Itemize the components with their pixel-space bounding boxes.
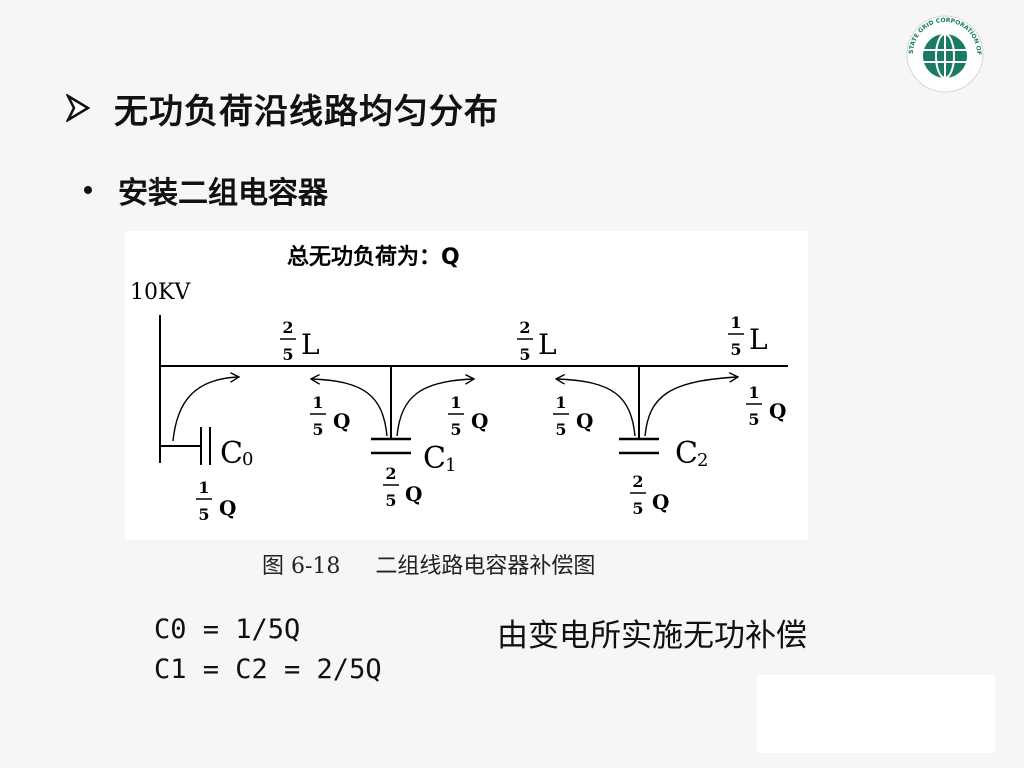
segment-label: 2 5 L: [517, 318, 557, 364]
flow-label: 1 5 Q: [448, 393, 488, 439]
svg-text:5: 5: [748, 410, 759, 429]
svg-text:2: 2: [385, 464, 396, 483]
svg-text:5: 5: [632, 499, 643, 518]
blank-panel: [757, 675, 995, 753]
svg-text:5: 5: [282, 345, 293, 364]
flow-label: 1 5 Q: [310, 393, 350, 439]
svg-text:2: 2: [632, 472, 643, 491]
svg-text:2: 2: [519, 318, 530, 337]
svg-text:2: 2: [697, 450, 708, 471]
svg-text:1: 1: [730, 313, 741, 332]
flow-label: 1 5 Q: [553, 393, 593, 439]
svg-text:1: 1: [312, 393, 323, 412]
svg-text:Q: Q: [576, 409, 593, 433]
svg-text:1: 1: [445, 455, 456, 476]
svg-text:L: L: [538, 328, 557, 361]
svg-text:5: 5: [730, 340, 741, 359]
svg-text:L: L: [301, 328, 320, 361]
figure-caption: 图 6-18 二组线路电容器补偿图: [262, 554, 596, 579]
svg-text:5: 5: [555, 420, 566, 439]
capacitor-c0-value: 1 5 Q: [196, 478, 236, 524]
circuit-diagram: 总无功负荷为：Q 10KV 2 5 L 2 5 L 1 5 L: [130, 244, 788, 524]
svg-text:L: L: [749, 323, 768, 356]
flow-arrow: [172, 377, 238, 442]
svg-text:Q: Q: [219, 496, 236, 520]
svg-text:5: 5: [198, 505, 209, 524]
svg-text:1: 1: [748, 383, 759, 402]
page-title: 无功负荷沿线路均匀分布: [114, 91, 499, 132]
main-heading-row: 无功负荷沿线路均匀分布: [66, 82, 499, 134]
formula-c1-c2: C1 = C2 = 2/5Q: [154, 654, 382, 685]
svg-text:Q: Q: [333, 409, 350, 433]
svg-text:5: 5: [312, 420, 323, 439]
flow-label: 1 5 Q: [746, 383, 786, 429]
figure-title: 总无功负荷为：Q: [287, 244, 460, 270]
globe-icon: STATE GRID CORPORATION OF CHINA: [902, 9, 984, 93]
capacitor-c0: C 0: [160, 427, 253, 471]
formula-c0: C0 = 1/5Q: [154, 614, 301, 645]
svg-text:5: 5: [519, 345, 530, 364]
segment-label: 2 5 L: [280, 318, 320, 364]
svg-text:Q: Q: [769, 399, 786, 423]
svg-text:2: 2: [282, 318, 293, 337]
bullet-row: 安装二组电容器: [84, 168, 328, 212]
svg-text:C: C: [675, 436, 698, 471]
circuit-figure: 总无功负荷为：Q 10KV 2 5 L 2 5 L 1 5 L: [125, 231, 808, 540]
bullet-dot-icon: [84, 186, 92, 194]
svg-text:5: 5: [385, 491, 396, 510]
svg-text:Q: Q: [405, 482, 422, 506]
svg-text:1: 1: [555, 393, 566, 412]
svg-text:0: 0: [242, 449, 253, 470]
svg-text:1: 1: [198, 478, 209, 497]
state-grid-logo: STATE GRID CORPORATION OF CHINA: [902, 9, 985, 94]
capacitor-c1-value: 2 5 Q: [383, 464, 422, 510]
svg-text:C: C: [220, 436, 243, 471]
voltage-label: 10KV: [130, 280, 191, 305]
flow-arrow: [312, 379, 388, 437]
svg-text:Q: Q: [471, 409, 488, 433]
compensation-note: 由变电所实施无功补偿: [497, 618, 807, 654]
svg-text:1: 1: [450, 393, 461, 412]
flow-arrow: [644, 377, 737, 437]
capacitor-c2-value: 2 5 Q: [630, 472, 669, 518]
bullet-text: 安装二组电容器: [118, 176, 328, 211]
segment-label: 1 5 L: [728, 313, 768, 359]
capacitor-c1: C 1: [371, 366, 456, 476]
arrow-bullet-icon: [66, 94, 90, 122]
svg-text:Q: Q: [652, 490, 669, 514]
svg-text:C: C: [423, 441, 446, 476]
capacitor-c2: C 2: [619, 366, 708, 471]
svg-text:5: 5: [450, 420, 461, 439]
flow-arrow: [557, 379, 636, 437]
flow-arrow: [396, 379, 473, 437]
